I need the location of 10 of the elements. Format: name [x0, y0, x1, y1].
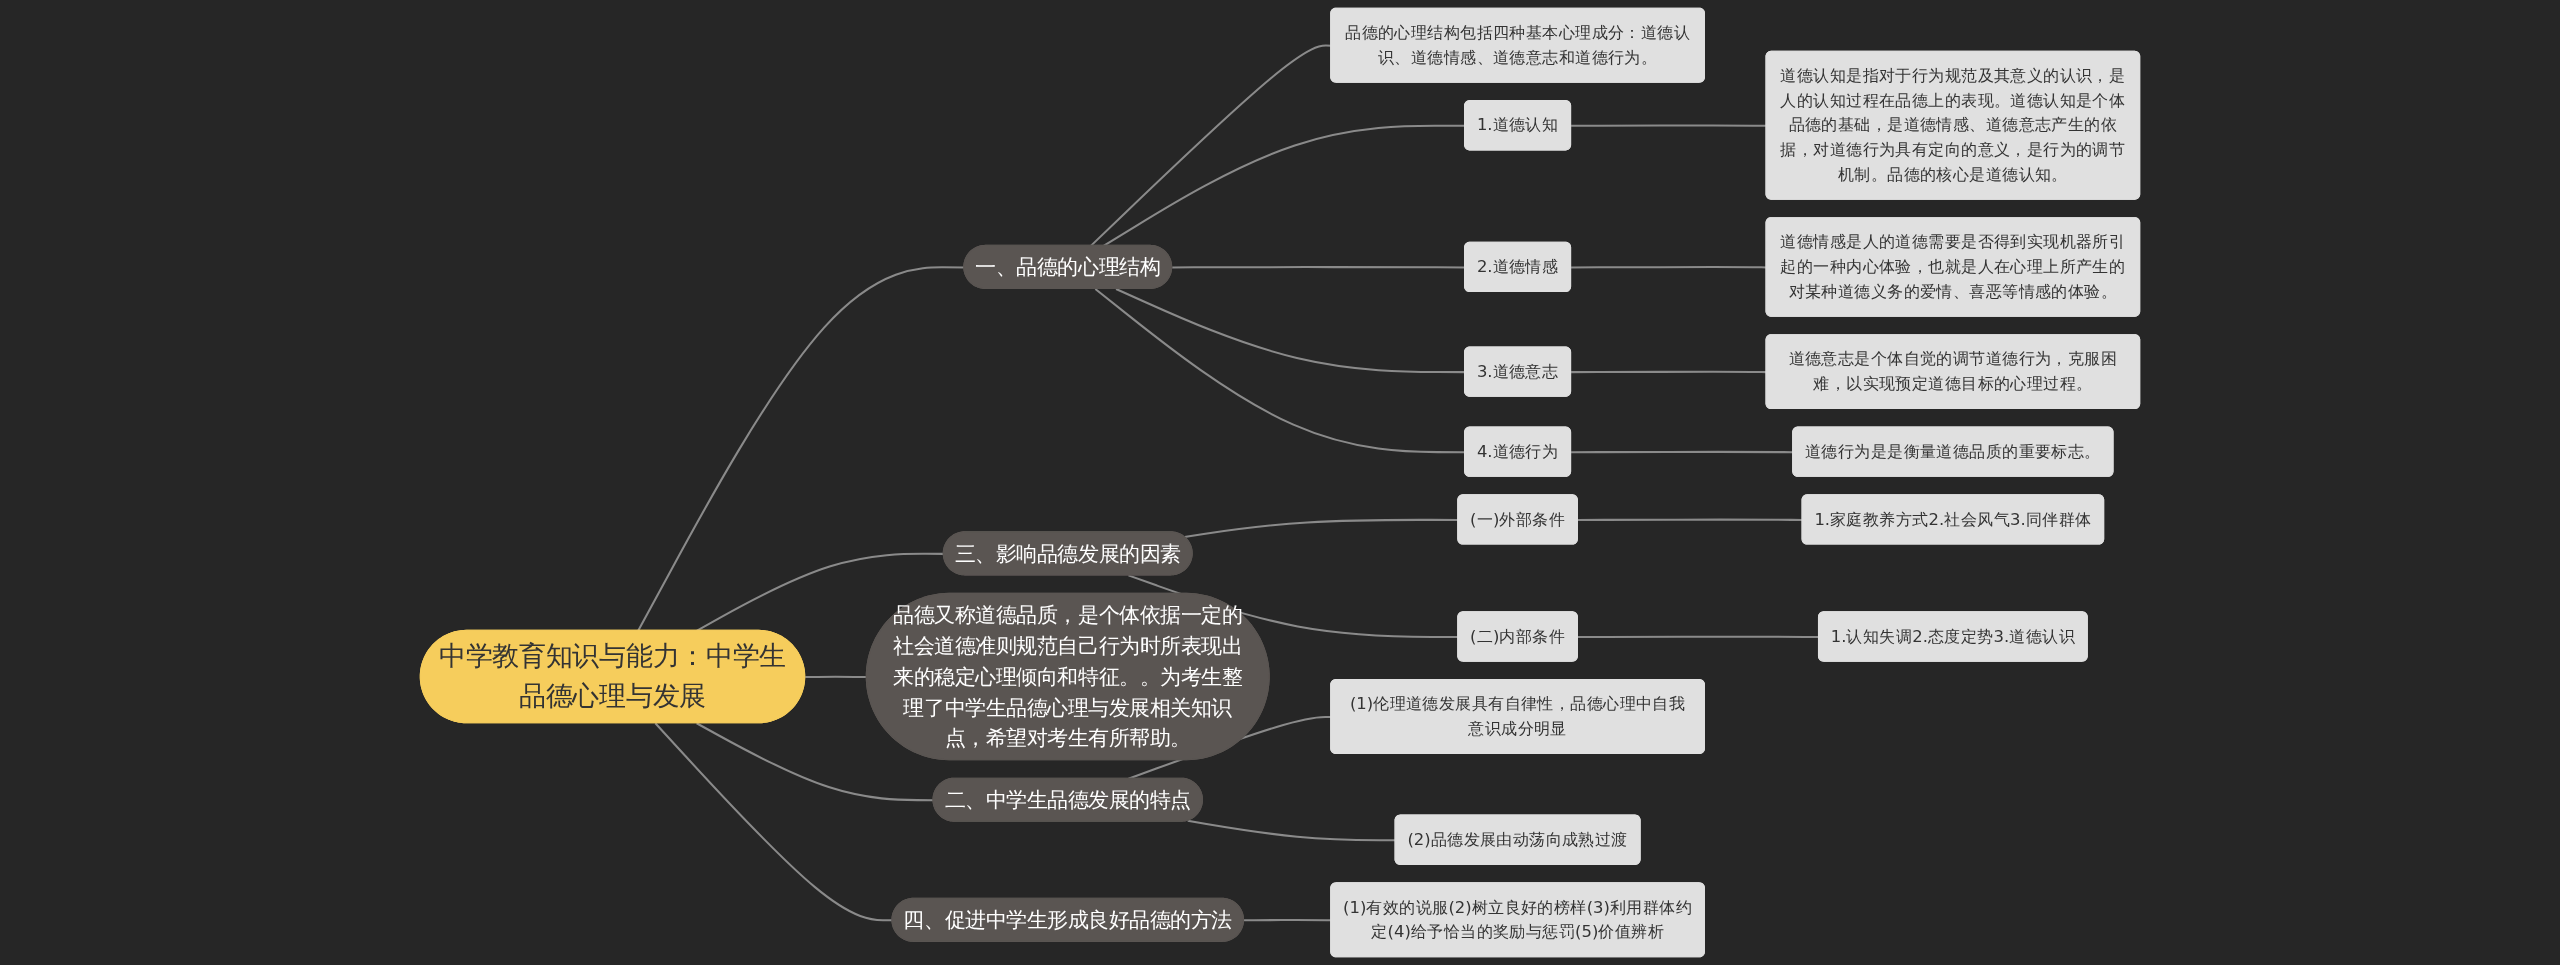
connector [805, 675, 867, 679]
connector [696, 722, 934, 802]
connector [1187, 819, 1396, 842]
connector [1571, 370, 1767, 374]
connector [1571, 266, 1767, 269]
connector [1577, 635, 1819, 639]
connector [654, 722, 893, 922]
connector [1571, 124, 1767, 127]
connector [696, 552, 944, 632]
connector [1577, 518, 1803, 521]
